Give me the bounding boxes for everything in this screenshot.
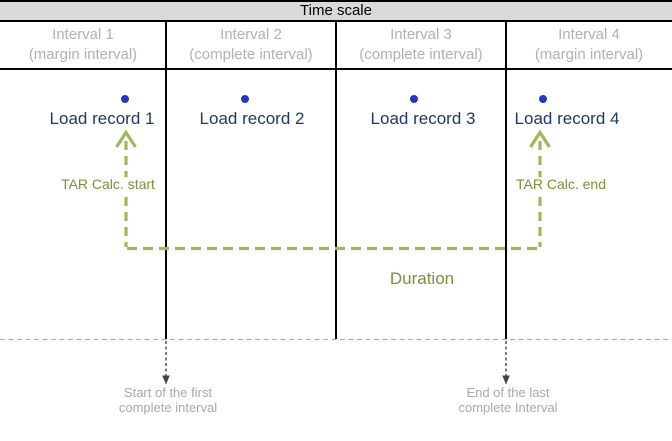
interval-name: Interval 2 bbox=[220, 26, 282, 43]
caption-line: End of the last bbox=[466, 385, 550, 400]
end-marker-arrowhead-icon bbox=[502, 375, 510, 385]
load-record-1-label: Load record 1 bbox=[49, 109, 155, 128]
interval-4-header: Interval 4 (margin interval) bbox=[506, 22, 672, 68]
interval-1-header: Interval 1 (margin interval) bbox=[0, 22, 166, 68]
start-marker-arrowhead-icon bbox=[162, 375, 170, 385]
end-of-last-interval-caption: End of the last complete Interval bbox=[408, 385, 608, 415]
load-record-2-label: Load record 2 bbox=[199, 109, 305, 128]
interval-name: Interval 4 bbox=[558, 26, 620, 43]
interval-2-header: Interval 2 (complete interval) bbox=[166, 22, 336, 68]
load-record-dot bbox=[410, 95, 418, 103]
column-divider-2 bbox=[335, 22, 337, 339]
load-record-dot bbox=[241, 95, 249, 103]
interval-type: (margin interval) bbox=[534, 46, 644, 63]
column-divider-3 bbox=[505, 22, 507, 339]
caption-line: complete interval bbox=[118, 400, 218, 415]
interval-name: Interval 3 bbox=[390, 26, 452, 43]
column-divider-1 bbox=[165, 22, 167, 339]
load-record-3-label: Load record 3 bbox=[370, 109, 476, 128]
load-record-4-label: Load record 4 bbox=[514, 109, 620, 128]
load-record-dot bbox=[121, 95, 129, 103]
interval-type: (margin interval) bbox=[28, 46, 138, 63]
interval-header-row: Interval 1 (margin interval) Interval 2 … bbox=[0, 22, 672, 70]
time-scale-label: Time scale bbox=[300, 2, 372, 19]
tar-start-arrow-icon bbox=[115, 129, 137, 148]
tar-calc-start-label: TAR Calc. start bbox=[61, 176, 155, 192]
caption-line: Start of the first bbox=[123, 385, 213, 400]
duration-label: Duration bbox=[389, 269, 455, 288]
load-record-dot bbox=[539, 95, 547, 103]
interval-3-header: Interval 3 (complete interval) bbox=[336, 22, 506, 68]
caption-line: complete Interval bbox=[458, 400, 558, 415]
interval-name: Interval 1 bbox=[52, 26, 114, 43]
tar-calc-end-label: TAR Calc. end bbox=[516, 176, 606, 192]
start-of-first-interval-caption: Start of the first complete interval bbox=[68, 385, 268, 415]
interval-type: (complete interval) bbox=[359, 46, 483, 63]
time-scale-header: Time scale bbox=[0, 0, 672, 22]
interval-type: (complete interval) bbox=[189, 46, 313, 63]
tar-end-arrow-icon bbox=[529, 129, 551, 148]
